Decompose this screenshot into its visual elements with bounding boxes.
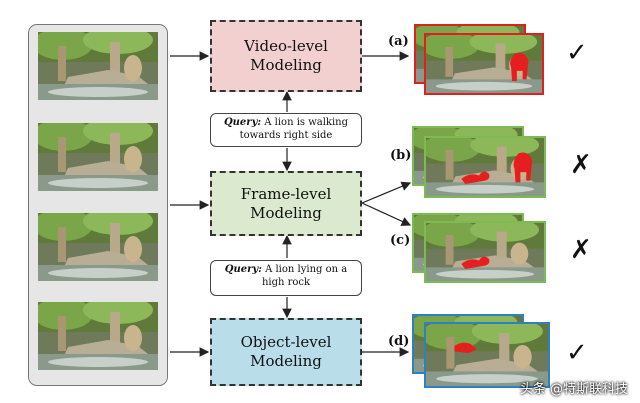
query-box-2: Query: A lion lying on a high rock xyxy=(210,260,362,296)
lion-mask-c xyxy=(461,256,490,270)
lion-mask-a xyxy=(510,52,529,82)
query-prefix-1: Query: xyxy=(223,117,262,128)
frame-level-label: Frame-level Modeling xyxy=(240,184,332,222)
check-icon-d: ✓ xyxy=(566,338,588,368)
query-prefix-2: Query: xyxy=(224,264,262,275)
watermark: 头条 @特斯联科技 xyxy=(519,382,628,397)
result-c-front-frame xyxy=(424,221,546,283)
check-icon-a: ✓ xyxy=(566,38,588,68)
result-label-c: (c) xyxy=(390,233,411,248)
result-b-front-frame xyxy=(424,136,546,198)
video-level-modeling-box: Video-level Modeling xyxy=(210,20,362,92)
result-a-front-frame xyxy=(424,33,544,95)
lion-mask-b2 xyxy=(513,152,533,183)
cross-icon-b: ✗ xyxy=(570,150,592,180)
result-d-front-frame xyxy=(424,322,550,388)
object-level-modeling-box: Object-level Modeling xyxy=(210,318,362,386)
lion-mask-d xyxy=(454,342,477,354)
video-level-label: Video-level Modeling xyxy=(244,37,328,74)
lion-mask-b1 xyxy=(461,171,490,185)
result-label-a: (a) xyxy=(388,34,409,49)
result-label-d: (d) xyxy=(388,334,410,349)
query-text-2: A lion lying on a high rock xyxy=(261,264,348,288)
frame-level-modeling-box: Frame-level Modeling xyxy=(210,171,362,236)
query-text-1: A lion is walking towards right side xyxy=(239,117,349,141)
query-box-1: Query: A lion is walking towards right s… xyxy=(210,113,362,147)
object-level-label: Object-level Modeling xyxy=(240,333,332,370)
result-label-b: (b) xyxy=(390,148,412,163)
cross-icon-c: ✗ xyxy=(570,235,592,265)
